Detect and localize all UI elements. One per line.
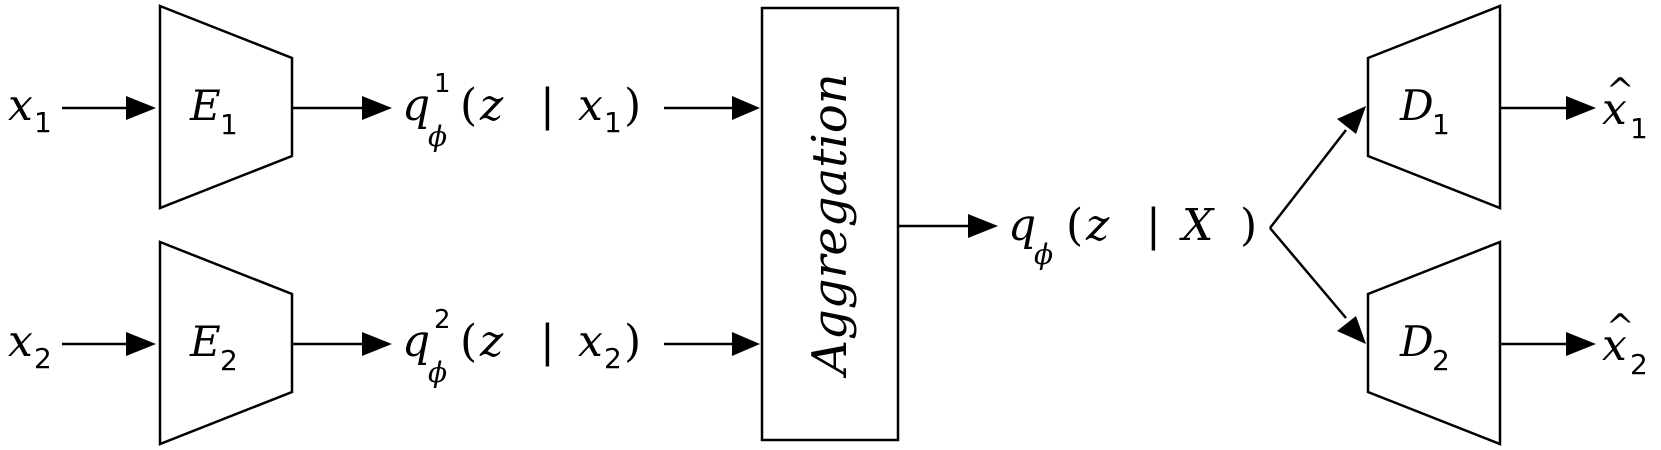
decoder-d1: D 1	[1366, 4, 1502, 210]
arrow-e1-to-q1	[292, 96, 392, 120]
arrow-x1-to-e1	[62, 96, 156, 120]
posterior-q2-open: (	[460, 316, 477, 367]
arrow-q1-to-aggregation	[664, 96, 760, 120]
posterior-q1-close: )	[624, 80, 641, 131]
arrow-aggregation-to-joint	[898, 214, 998, 238]
aggregation-block: Aggregation	[760, 6, 900, 442]
posterior-q1-q: q	[402, 80, 430, 131]
arrow-joint-to-d1	[1269, 106, 1366, 229]
output-x1-hat-mark: ^	[1606, 71, 1635, 111]
posterior-q2-sup: 2	[434, 305, 451, 335]
arrow-joint-to-d2	[1269, 227, 1366, 344]
posterior-q1-bar: |	[540, 80, 555, 131]
encoder-e1: E 1	[158, 4, 294, 210]
aggregation-box	[760, 6, 900, 442]
posterior-q1-phi: ϕ	[428, 120, 447, 153]
decoder-d1-sub: 1	[1432, 108, 1450, 141]
output-x1-var: x	[1602, 84, 1627, 135]
posterior-q1: q 1 ϕ ( z | x 1 )	[402, 69, 641, 153]
input-x1: x 1	[8, 80, 52, 139]
posterior-q1-open: (	[460, 80, 477, 131]
decoder-d1-letter: D	[1399, 81, 1434, 130]
input-x1-var: x	[8, 80, 33, 131]
joint-phi: ϕ	[1034, 238, 1053, 271]
encoder-e2-letter: E	[189, 317, 221, 366]
arrow-d2-to-output	[1500, 332, 1596, 356]
posterior-q2-close: )	[624, 316, 641, 367]
joint-q: q	[1008, 200, 1036, 251]
input-x2: x 2	[8, 316, 52, 375]
joint-z: z	[1085, 200, 1110, 251]
posterior-q1-xsub: 1	[604, 106, 622, 139]
output-x2-hat-mark: ^	[1606, 307, 1635, 347]
posterior-q2-phi: ϕ	[428, 356, 447, 389]
joint-posterior: q ϕ ( z | X )	[1008, 200, 1257, 271]
decoder-d2-shape	[1366, 240, 1502, 446]
input-x2-var: x	[8, 316, 33, 367]
output-x2-var: x	[1602, 320, 1627, 371]
arrow-e2-to-q2	[292, 332, 392, 356]
encoder-e1-shape	[158, 4, 294, 210]
posterior-q1-x: x	[578, 80, 603, 131]
input-x1-sub: 1	[34, 106, 52, 139]
posterior-q1-z: z	[479, 80, 504, 131]
decoder-d2-letter: D	[1399, 317, 1434, 366]
arrow-q2-to-aggregation	[664, 332, 760, 356]
encoder-e2-shape	[158, 240, 294, 446]
decoder-d1-shape	[1366, 4, 1502, 210]
joint-close: )	[1240, 200, 1257, 251]
output-x1-hat: ^ x 1	[1602, 71, 1648, 145]
posterior-q2-xsub: 2	[604, 342, 622, 375]
posterior-q2-x: x	[578, 316, 603, 367]
input-x2-sub: 2	[34, 342, 52, 375]
decoder-d2-sub: 2	[1432, 344, 1450, 377]
posterior-q2: q 2 ϕ ( z | x 2 )	[402, 305, 641, 389]
encoder-e1-letter: E	[189, 81, 221, 130]
decoder-d2: D 2	[1366, 240, 1502, 446]
joint-open: (	[1066, 200, 1083, 251]
encoder-e2-sub: 2	[220, 344, 238, 377]
output-x1-sub: 1	[1630, 112, 1648, 145]
joint-X: X	[1179, 200, 1215, 251]
posterior-q2-bar: |	[540, 316, 555, 367]
output-x2-hat: ^ x 2	[1602, 307, 1648, 381]
arrow-x2-to-e2	[62, 332, 156, 356]
arrow-d1-to-output	[1500, 96, 1596, 120]
posterior-q2-z: z	[479, 316, 504, 367]
aggregation-label: Aggregation	[802, 73, 858, 378]
joint-bar: |	[1146, 200, 1161, 251]
posterior-q1-sup: 1	[434, 69, 451, 99]
encoder-e1-sub: 1	[220, 108, 238, 141]
encoder-e2: E 2	[158, 240, 294, 446]
posterior-q2-q: q	[402, 316, 430, 367]
output-x2-sub: 2	[1630, 348, 1648, 381]
